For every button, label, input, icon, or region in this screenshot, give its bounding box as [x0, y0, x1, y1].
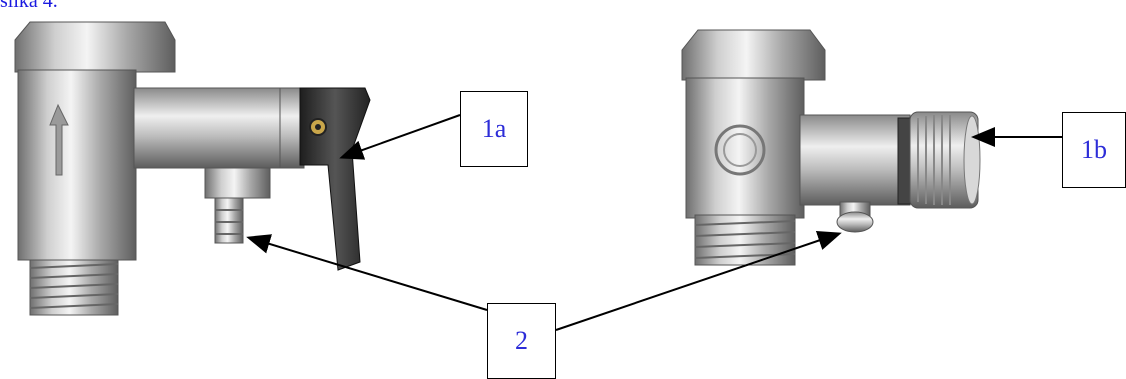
label-2: 2 [487, 303, 556, 379]
thread-left [29, 259, 119, 316]
knob-icon [909, 111, 981, 209]
figure-caption: slika 4. [0, 0, 58, 12]
valve-left-image [14, 21, 371, 316]
valve-right-image [681, 29, 981, 266]
label-1a: 1a [460, 91, 528, 167]
logo-emboss-icon [714, 124, 766, 176]
arrow-2-right [555, 230, 842, 331]
thread-right [694, 214, 796, 266]
arrow-2-left [246, 234, 488, 311]
label-1b: 1b [1062, 112, 1126, 188]
drain-nozzle-right [836, 201, 874, 233]
lever-icon [299, 87, 371, 271]
arrow-1a [339, 114, 461, 160]
drain-nozzle-left [204, 167, 271, 244]
